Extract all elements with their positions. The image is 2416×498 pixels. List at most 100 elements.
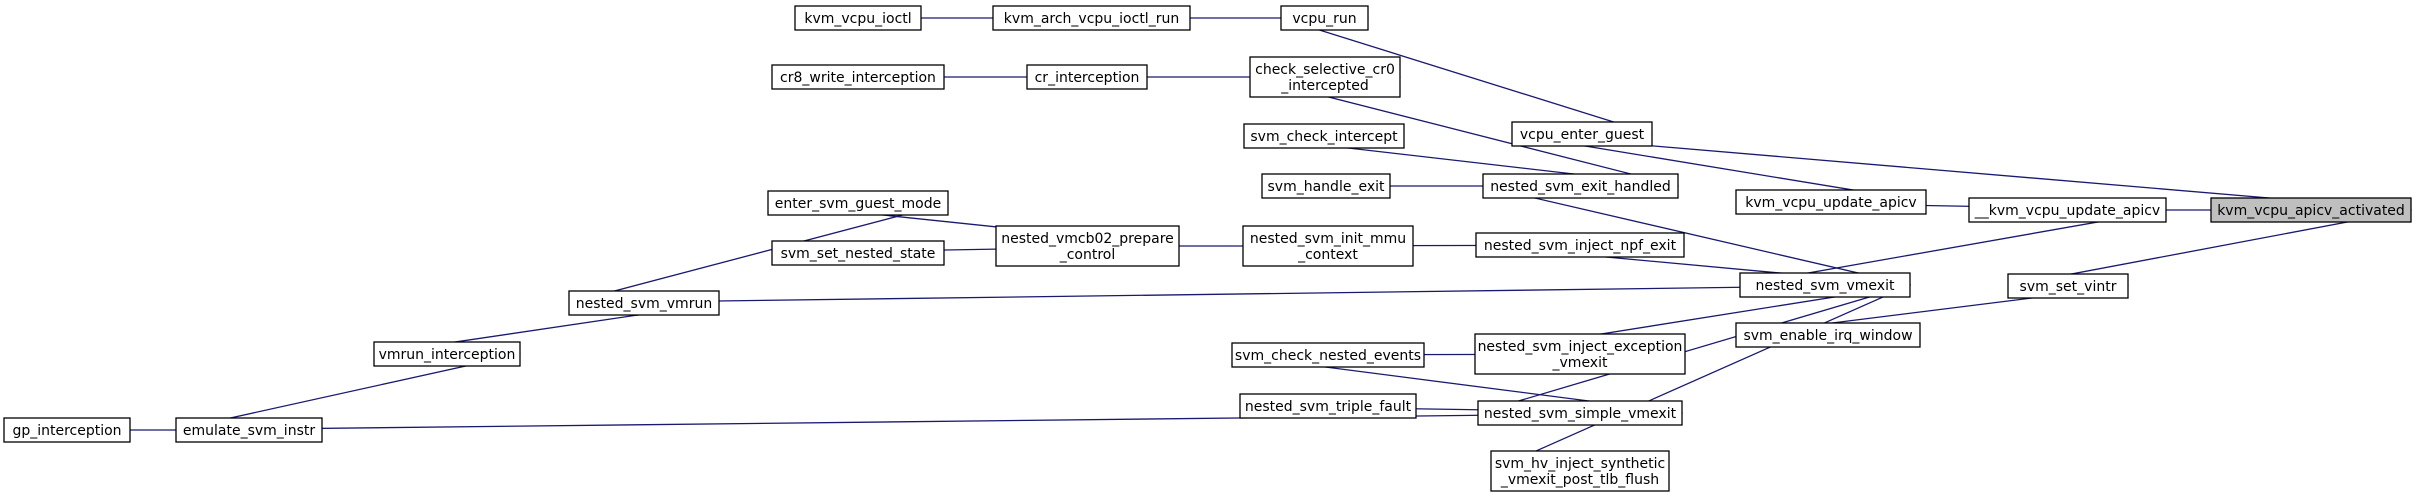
edge-nested_svm_exit_handled-to-nested_svm_vmexit (1482, 185, 1911, 287)
edge-svm_hv_inject_synthetic_vmexit_post_tlb_flush-to-nested_svm_vmexit (1490, 284, 1911, 472)
node-box (771, 64, 945, 90)
node-label: nested_svm_exit_handled (1490, 179, 1671, 195)
node-label: svm_handle_exit (1268, 179, 1385, 195)
node-label: svm_enable_irq_window (1743, 328, 1912, 344)
node-box (1242, 225, 1414, 267)
node-label: nested_svm_inject_exception (1478, 339, 1683, 355)
node-box (175, 417, 323, 443)
node-box (1231, 342, 1425, 368)
node-box (992, 5, 1191, 31)
node-nested-svm-inject-exception-vmexit[interactable]: nested_svm_inject_exception_vmexit (1474, 333, 1686, 375)
node-box (1261, 173, 1391, 199)
node-box (1474, 333, 1686, 375)
node-label: _vmexit_post_tlb_flush (1500, 472, 1659, 488)
node-box (1026, 64, 1148, 90)
node-box (568, 290, 720, 316)
node-svm-enable-irq-window[interactable]: svm_enable_irq_window (1735, 322, 1921, 348)
node-box (1239, 393, 1417, 419)
node-box (373, 341, 521, 367)
node-label: _vmexit (1552, 355, 1608, 371)
node-box (1739, 272, 1911, 298)
node-gp-interception[interactable]: gp_interception (3, 417, 131, 443)
edge-nested_svm_vmrun-to-nested_svm_vmexit (568, 281, 1911, 304)
node-nested-vmcb02-prepare-control[interactable]: nested_vmcb02_prepare_control (995, 225, 1180, 267)
node-svm-handle-exit[interactable]: svm_handle_exit (1261, 173, 1391, 199)
node-kvm-vcpu-ioctl[interactable]: kvm_vcpu_ioctl (794, 5, 922, 31)
node-label: gp_interception (12, 423, 121, 439)
node-label: _intercepted (1280, 78, 1369, 94)
node-nested-svm-exit-handled[interactable]: nested_svm_exit_handled (1482, 173, 1679, 199)
node-cr8-write-interception[interactable]: cr8_write_interception (771, 64, 945, 90)
node-label: vcpu_run (1292, 11, 1356, 27)
node-nested-svm-triple-fault[interactable]: nested_svm_triple_fault (1239, 393, 1417, 419)
node-nested-svm-inject-npf-exit[interactable]: nested_svm_inject_npf_exit (1475, 232, 1685, 258)
nodes-layer: kvm_vcpu_apicv_activated __kvm_vcpu_updat… (3, 5, 2412, 492)
node-label: _context (1297, 247, 1358, 263)
node-svm-hv-inject-synthetic-vmexit-post-tlb-flush[interactable]: svm_hv_inject_synthetic_vmexit_post_tlb_… (1490, 450, 1670, 492)
node-label: svm_set_nested_state (781, 246, 936, 262)
node-kvm-vcpu-apicv-activated[interactable]: kvm_vcpu_apicv_activated (2210, 197, 2412, 223)
node-box (1490, 450, 1670, 492)
node-label: enter_svm_guest_mode (775, 196, 941, 212)
node-box (3, 417, 131, 443)
node-nested-svm-vmrun[interactable]: nested_svm_vmrun (568, 290, 720, 316)
node-box (1968, 197, 2167, 223)
node-svm-set-vintr[interactable]: svm_set_vintr (2007, 273, 2129, 299)
node-label: __kvm_vcpu_update_apicv (1974, 203, 2160, 219)
edge-vcpu_enter_guest-to-kvm_vcpu_apicv_activated (1511, 133, 2412, 214)
node-box (2007, 273, 2129, 299)
node-kvm-arch-vcpu-ioctl-run[interactable]: kvm_arch_vcpu_ioctl_run (992, 5, 1191, 31)
node-label: nested_svm_simple_vmexit (1484, 406, 1677, 422)
node-cr-interception[interactable]: cr_interception (1026, 64, 1148, 90)
node-nested-svm-simple-vmexit[interactable]: nested_svm_simple_vmexit (1477, 400, 1683, 426)
node-box (1735, 189, 1927, 215)
node-box (1511, 121, 1653, 147)
node-nested-svm-vmexit[interactable]: nested_svm_vmexit (1739, 272, 1911, 298)
node-label: vcpu_enter_guest (1520, 127, 1645, 143)
node-label: kvm_vcpu_apicv_activated (2217, 203, 2405, 219)
node-check-selective-cr0-intercepted[interactable]: check_selective_cr0_intercepted (1249, 56, 1401, 98)
node-box (2210, 197, 2412, 223)
node-enter-svm-guest-mode[interactable]: enter_svm_guest_mode (767, 190, 949, 216)
node-label: svm_hv_inject_synthetic (1495, 456, 1665, 472)
node-box (1477, 400, 1683, 426)
node-label: nested_svm_inject_npf_exit (1484, 238, 1677, 254)
node-kvm-vcpu-update-apicv-ll[interactable]: __kvm_vcpu_update_apicv (1968, 197, 2167, 223)
edge-nested_svm_simple_vmexit-to-nested_svm_vmexit (1477, 283, 1911, 414)
node-label: check_selective_cr0 (1255, 62, 1395, 78)
node-label: nested_vmcb02_prepare (1001, 231, 1174, 247)
node-label: emulate_svm_instr (183, 423, 315, 439)
edge-emulate_svm_instr-to-nested_svm_simple_vmexit (175, 409, 1683, 431)
node-svm-set-nested-state[interactable]: svm_set_nested_state (771, 240, 945, 266)
node-label: cr8_write_interception (780, 70, 936, 86)
node-box (995, 225, 1180, 267)
node-label: nested_svm_triple_fault (1245, 399, 1412, 415)
node-label: nested_svm_init_mmu (1250, 231, 1406, 247)
node-label: svm_check_nested_events (1235, 348, 1421, 364)
node-vmrun-interception[interactable]: vmrun_interception (373, 341, 521, 367)
edge-emulate_svm_instr-to-vmrun_interception (175, 352, 521, 431)
node-box (1475, 232, 1685, 258)
node-nested-svm-init-mmu-context[interactable]: nested_svm_init_mmu_context (1242, 225, 1414, 267)
node-svm-check-nested-events[interactable]: svm_check_nested_events (1231, 342, 1425, 368)
node-vcpu-enter-guest[interactable]: vcpu_enter_guest (1511, 121, 1653, 147)
node-box (1482, 173, 1679, 199)
node-box (1249, 56, 1401, 98)
node-box (771, 240, 945, 266)
node-box (1735, 322, 1921, 348)
node-svm-check-intercept[interactable]: svm_check_intercept (1243, 123, 1405, 149)
node-label: nested_svm_vmexit (1756, 278, 1895, 294)
node-label: cr_interception (1035, 70, 1140, 86)
node-label: nested_svm_vmrun (576, 296, 712, 312)
node-label: svm_set_vintr (2020, 279, 2117, 295)
node-label: _control (1059, 247, 1116, 263)
node-vcpu-run[interactable]: vcpu_run (1280, 5, 1369, 31)
node-emulate-svm-instr[interactable]: emulate_svm_instr (175, 417, 323, 443)
edges-layer (4, 14, 2412, 472)
node-kvm-vcpu-update-apicv[interactable]: kvm_vcpu_update_apicv (1735, 189, 1927, 215)
node-box (767, 190, 949, 216)
node-label: kvm_vcpu_ioctl (804, 11, 911, 27)
node-label: vmrun_interception (379, 347, 516, 363)
node-box (1280, 5, 1369, 31)
